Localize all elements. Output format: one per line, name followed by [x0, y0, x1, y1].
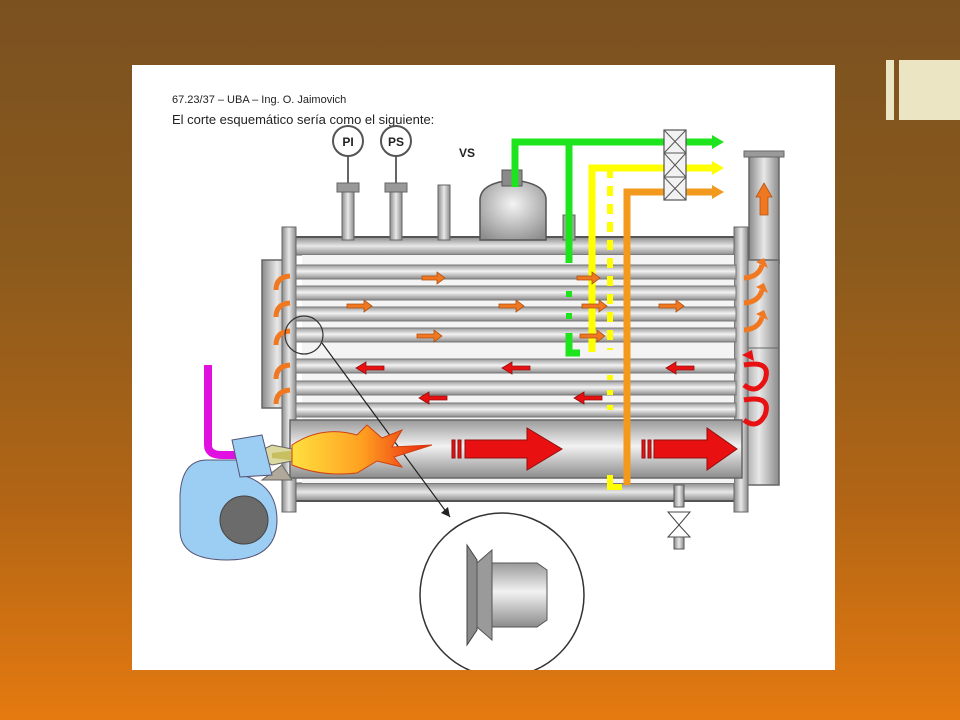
tube-detail-callout: [284, 315, 585, 670]
chimney-stack: [743, 150, 785, 264]
gauge-label-pi: PI: [342, 135, 353, 149]
pressure-gauge-ps: PS: [380, 125, 412, 183]
blower-fan: [179, 434, 278, 561]
decorative-bar-thin: [886, 60, 894, 120]
header-subtitle: El corte esquemático sería como el sigui…: [172, 112, 435, 127]
rear-turn-arrows: [742, 258, 769, 427]
top-fittings: [336, 182, 576, 241]
valve-manifold: [663, 129, 687, 201]
gauge-label-ps: PS: [388, 135, 404, 149]
drain-valve: [666, 484, 692, 550]
gas-flow-arrows-orange: [346, 271, 685, 343]
boiler-diagram: PI PS VS: [179, 125, 785, 670]
steam-pipe-green: [511, 135, 724, 357]
front-turn-arrows: [273, 273, 291, 405]
gas-flow-arrows-red: [355, 361, 695, 405]
valve-label-vs: VS: [459, 146, 475, 160]
fire-tubes: [295, 264, 737, 418]
header-reference: 67.23/37 – UBA – Ing. O. Jaimovich: [172, 94, 347, 106]
decorative-bar-wide: [899, 60, 960, 120]
burner: [204, 365, 433, 481]
furnace-flow-arrows: [451, 427, 738, 471]
slide-card: 67.23/37 – UBA – Ing. O. Jaimovich El co…: [132, 65, 835, 670]
pressure-gauge-pi: PI: [332, 125, 364, 183]
